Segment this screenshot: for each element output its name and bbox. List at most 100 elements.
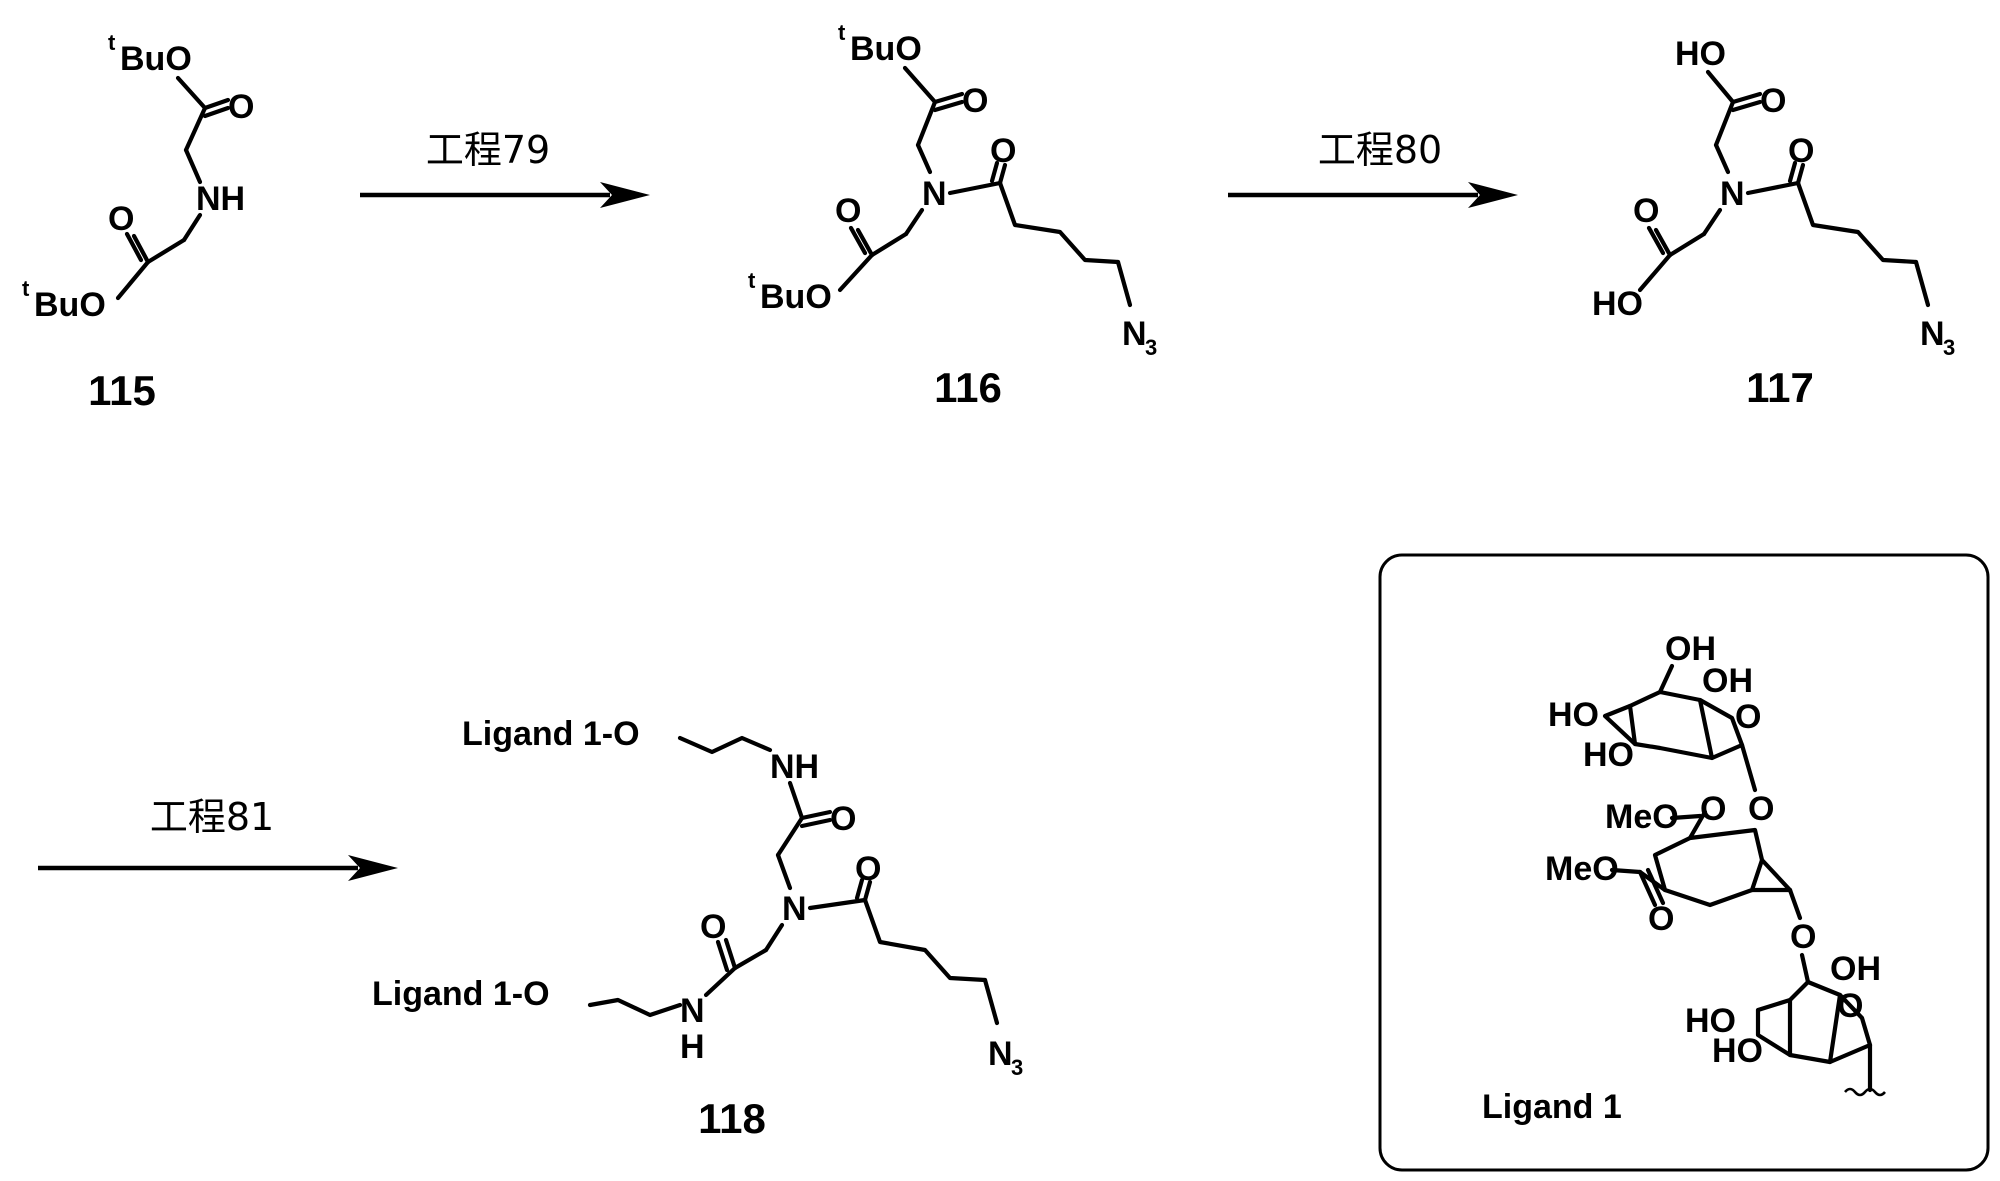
step-label-80: 工程80 <box>1318 128 1442 172</box>
atom-label: O <box>1790 918 1816 956</box>
bond <box>1742 745 1755 790</box>
bond <box>1916 262 1928 305</box>
atom-label: O <box>835 192 861 230</box>
atom-label: HO <box>1712 1032 1763 1070</box>
atom-label: N <box>1920 315 1945 353</box>
atom-label: HO <box>1592 285 1643 323</box>
bond-chain <box>590 1000 680 1015</box>
atom-label: O <box>962 82 988 120</box>
bond <box>906 210 922 234</box>
atom-label: N <box>782 890 807 928</box>
bond <box>1733 94 1760 102</box>
atom-label: N <box>988 1035 1013 1073</box>
bond <box>186 150 200 182</box>
bond <box>905 68 935 102</box>
bond-chain <box>680 738 770 752</box>
bond <box>802 812 830 818</box>
compound-number-118: 118 <box>698 1095 766 1142</box>
bond <box>872 234 906 255</box>
bond <box>918 145 930 172</box>
bond <box>1748 183 1798 193</box>
atom-label: BuO <box>850 30 922 68</box>
atom-label: 3 <box>1011 1055 1023 1080</box>
bond <box>1704 210 1720 234</box>
atom-label: O <box>228 88 254 126</box>
atom-label: BuO <box>760 278 832 316</box>
atom-label: HO <box>1548 696 1599 734</box>
bond <box>1762 860 1790 890</box>
ligand-1-box: OH OH HO HO O O MeO O MeO O O OH O HO HO <box>1380 555 1988 1170</box>
ring-bonds <box>1655 830 1762 905</box>
bond <box>1700 700 1712 758</box>
bond <box>950 183 1000 193</box>
atom-label: O <box>1748 790 1774 828</box>
bond <box>766 925 782 950</box>
bond <box>148 240 184 262</box>
bond <box>840 255 872 290</box>
bond <box>1802 955 1808 982</box>
bond <box>935 94 962 102</box>
atom-label: NH <box>196 180 245 218</box>
atom-label: t <box>838 20 846 45</box>
atom-label: O <box>1760 82 1786 120</box>
step-label-79: 工程79 <box>426 128 550 172</box>
atom-label: H <box>680 1028 705 1066</box>
atom-label: HO <box>1583 736 1634 774</box>
bond <box>985 980 997 1023</box>
atom-label: N <box>922 175 947 213</box>
compound-115-structure: t BuO O NH O t BuO 115 <box>22 30 254 414</box>
bond <box>802 820 830 826</box>
atom-label: t <box>748 268 756 293</box>
bond <box>1670 234 1704 255</box>
bond <box>1640 255 1670 290</box>
bond <box>1708 72 1733 102</box>
bond <box>186 108 205 150</box>
atom-label: O <box>1700 790 1726 828</box>
atom-label: O <box>1648 900 1674 938</box>
compound-number-116: 116 <box>934 364 1002 411</box>
atom-label: O <box>1735 698 1761 736</box>
compound-number-115: 115 <box>88 367 156 414</box>
atom-label: O <box>855 850 881 888</box>
compound-number-117: 117 <box>1746 364 1814 411</box>
compound-118-structure: Ligand 1-O NH O N O N 3 O N H Ligand 1-O… <box>372 715 1023 1142</box>
step-label-81: 工程81 <box>150 795 274 839</box>
bond <box>718 942 727 970</box>
atom-label: O <box>700 908 726 946</box>
atom-label: OH <box>1702 662 1753 700</box>
bond <box>1660 666 1672 692</box>
bond <box>778 818 802 855</box>
bond <box>1733 102 1760 110</box>
bond <box>1118 262 1130 305</box>
bond-chain <box>1798 183 1916 262</box>
atom-label: O <box>830 800 856 838</box>
atom-label: 3 <box>1943 335 1955 360</box>
bond <box>205 108 228 116</box>
bond <box>205 100 228 108</box>
bond <box>178 78 205 108</box>
atom-label: MeO <box>1545 850 1619 888</box>
atom-label: BuO <box>120 40 192 78</box>
atom-label: Ligand 1-O <box>462 715 640 753</box>
bond <box>1716 102 1733 145</box>
atom-label: MeO <box>1605 798 1679 836</box>
compound-117-structure: HO O N O N 3 O HO 117 <box>1592 35 1955 411</box>
bond-chain <box>865 900 985 980</box>
atom-label: BuO <box>34 286 106 324</box>
atom-label: 3 <box>1145 335 1157 360</box>
bond <box>790 783 802 818</box>
bond <box>778 855 790 888</box>
bond <box>918 102 935 145</box>
bond <box>726 940 735 968</box>
bond <box>1672 816 1700 818</box>
bond-chain <box>1000 183 1118 262</box>
atom-label: HO <box>1675 35 1726 73</box>
atom-label: N <box>680 992 705 1030</box>
bond <box>1612 870 1640 872</box>
atom-label: t <box>22 276 30 301</box>
atom-label: OH <box>1830 950 1881 988</box>
atom-label: NH <box>770 748 819 786</box>
compound-116-structure: t BuO O N O N 3 O t BuO 116 <box>748 20 1157 411</box>
bond <box>118 262 148 298</box>
